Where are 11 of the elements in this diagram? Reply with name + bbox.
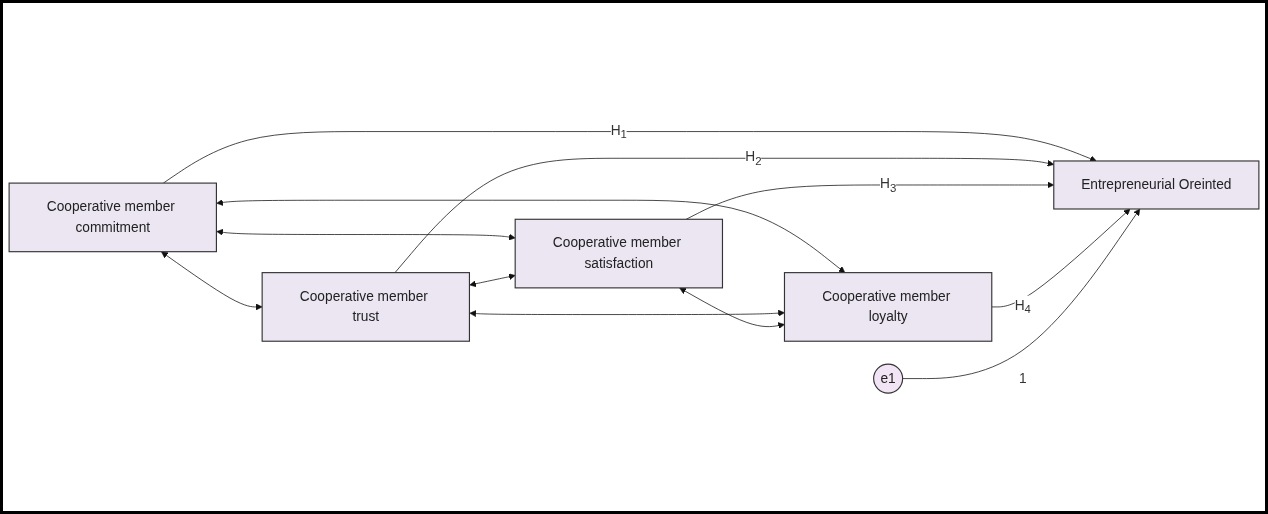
node-box [514,219,724,289]
node-box [261,272,470,343]
edge-label: H$_{3}$ [879,176,897,195]
edge-label: H$_{1}$ [610,122,627,141]
edge-label: H$_{2}$ [745,149,762,168]
node-box [1053,160,1260,210]
node-box [783,272,993,343]
edge-label: H$_{4}$ [1014,298,1031,317]
node-circle [873,363,904,395]
edge-label: 1 [1018,370,1027,387]
node-box [8,182,217,253]
